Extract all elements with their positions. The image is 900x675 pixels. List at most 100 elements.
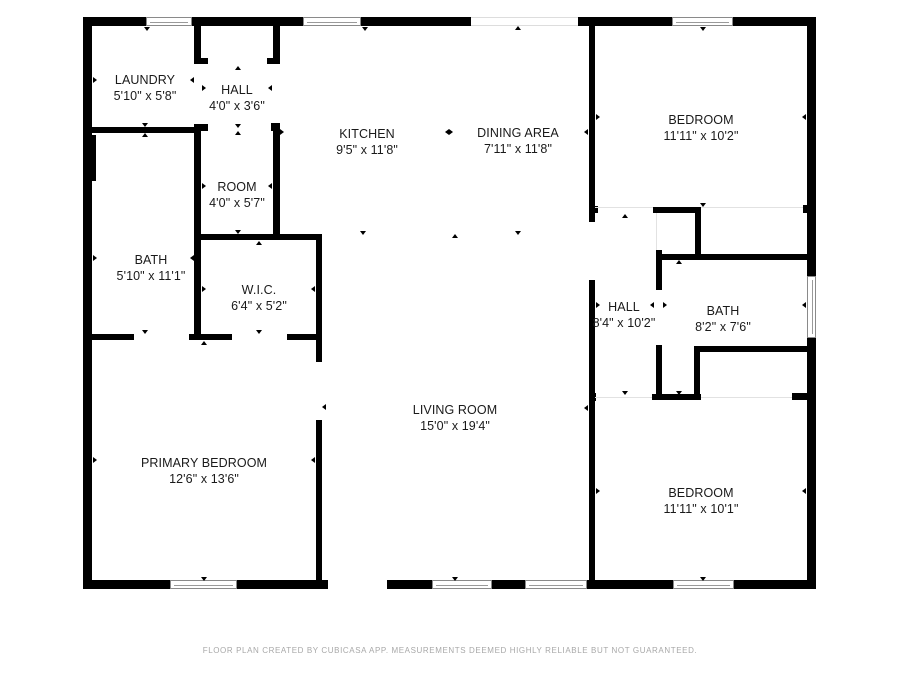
room-name: LAUNDRY [114,73,176,87]
wall-primary-top-seg1 [83,334,134,340]
room-name: BEDROOM [668,486,734,500]
wall-left-thick-segment [92,135,96,181]
room-dimensions: 8'4" x 10'2" [592,316,656,330]
room-label-living-room: LIVING ROOM 15'0" x 19'4" [413,402,497,434]
tick-mark [596,114,600,120]
tick-mark [360,231,366,235]
tick-mark [311,286,315,292]
tick-mark [142,133,148,137]
tick-mark [202,286,206,292]
room-label-dining-area: DINING AREA 7'11" x 11'8" [477,125,559,157]
tick-mark [700,27,706,31]
wall-wic-right [316,234,322,362]
room-dimensions: 15'0" x 19'4" [420,419,490,433]
room-name: ROOM [217,180,257,194]
tick-mark [256,241,262,245]
window-bath-right [807,276,816,338]
wall-primary-right-lower [316,420,322,585]
opening-dining-top [471,17,578,26]
tick-mark [280,129,284,135]
tick-mark [235,131,241,135]
boundary-hall-right [656,213,657,250]
tick-mark [650,302,654,308]
room-name: BATH [134,253,168,267]
wall-bath-left-upper [656,250,662,290]
tick-mark [144,27,150,31]
tick-mark [142,123,148,127]
window-primary-bedroom [170,580,237,589]
tick-mark [362,27,368,31]
wall-bath-top [656,254,808,260]
room-name: HALL [608,300,640,314]
wall-hall-right-stub-top [267,58,280,64]
boundary-bedtop-bottom-left [595,207,653,208]
room-dimensions: 11'11" x 10'1" [663,502,739,516]
tick-mark [93,457,97,463]
room-name: LIVING ROOM [412,403,498,417]
tick-mark [201,577,207,581]
room-dimensions: 5'10" x 11'1" [116,269,186,283]
room-dimensions: 4'0" x 3'6" [209,99,265,113]
room-label-kitchen: KITCHEN 9'5" x 11'8" [336,126,398,158]
wall-bedtop-stub-right [803,205,808,213]
wall-bedroom-left-upper [589,17,595,222]
room-dimensions: 12'6" x 13'6" [169,472,239,486]
window-living-1 [432,580,492,589]
tick-mark [202,85,206,91]
wall-hall-right-upper [273,26,280,64]
wall-primary-top-seg3 [287,334,322,340]
window-kitchen [303,17,361,26]
wall-closet-right [695,207,701,260]
wall-bath-bottom [694,346,808,352]
tick-mark [515,231,521,235]
room-name: PRIMARY BEDROOM [140,456,268,470]
opening-living-door [328,580,387,589]
wall-wic-top [194,234,322,240]
outer-wall-top [83,17,816,26]
wall-bath-closet-left [694,346,700,400]
tick-mark [802,302,806,308]
tick-mark [268,85,272,91]
tick-mark [449,129,453,135]
wall-hall-left-stub-top [194,58,208,64]
tick-mark [235,66,241,70]
wall-room-left [194,124,201,340]
tick-mark [235,230,241,234]
tick-mark [190,77,194,83]
tick-mark [452,577,458,581]
tick-mark [311,457,315,463]
tick-mark [622,391,628,395]
tick-mark [802,488,806,494]
tick-mark [93,77,97,83]
room-label-laundry: LAUNDRY 5'10" x 5'8" [114,72,177,104]
window-bedroom-top [672,17,733,26]
room-label-wic: W.I.C. 6'4" x 5'2" [231,282,287,314]
tick-mark [256,330,262,334]
room-label-bath-left: BATH 5'10" x 11'1" [117,252,186,284]
room-label-primary-bedroom: PRIMARY BEDROOM 12'6" x 13'6" [141,455,267,487]
tick-mark [93,255,97,261]
room-name: BATH [706,304,740,318]
tick-mark [676,391,682,395]
room-name: HALL [221,83,253,97]
wall-bedbottom-stub-right [792,393,808,400]
tick-mark [676,260,682,264]
tick-mark [445,129,449,135]
tick-mark [584,405,588,411]
room-label-room: ROOM 4'0" x 5'7" [209,179,265,211]
room-dimensions: 11'11" x 10'2" [663,129,739,143]
tick-mark [235,124,241,128]
room-dimensions: 6'4" x 5'2" [231,299,287,313]
tick-mark [622,214,628,218]
tick-mark [663,302,667,308]
tick-mark [596,302,600,308]
room-label-hall-left: HALL 4'0" x 3'6" [209,82,265,114]
tick-mark [142,330,148,334]
boundary-bedbottom-top-right [701,397,792,398]
room-dimensions: 5'10" x 5'8" [113,89,177,103]
window-living-2 [525,580,587,589]
wall-laundry-right [194,26,201,64]
boundary-bedtop-bottom-right [701,207,803,208]
wall-primary-top-seg2 [189,334,232,340]
